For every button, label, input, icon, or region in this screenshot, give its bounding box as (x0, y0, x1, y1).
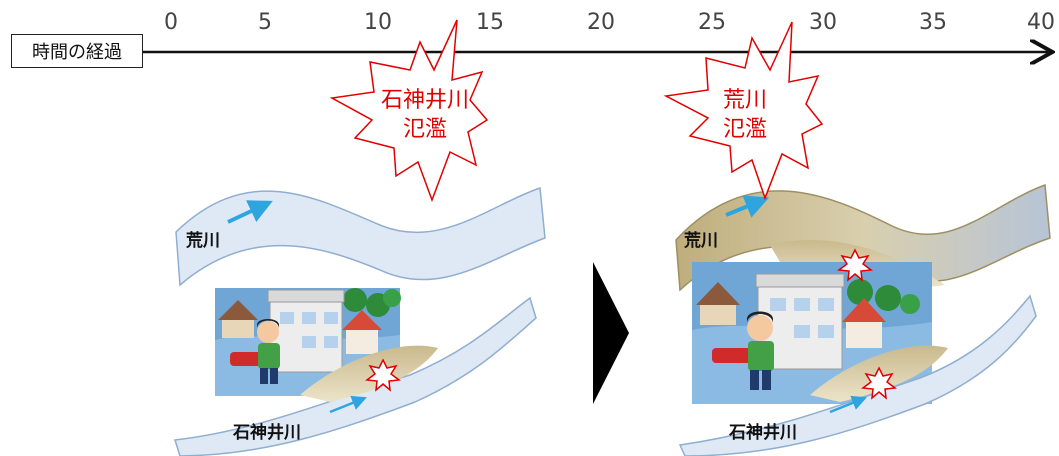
person-head (747, 315, 773, 341)
event-title: 石神井川 (380, 88, 469, 113)
flow-arrow (829, 395, 867, 414)
river-label-arakawa: 荒川 (684, 231, 718, 251)
tick-label: 10 (364, 10, 392, 35)
burst-shape (329, 19, 489, 203)
tick-label: 25 (698, 10, 726, 35)
tick-label: 20 (587, 10, 615, 35)
flow-arrow (329, 395, 367, 414)
flood-illustration (215, 288, 401, 396)
breach-mark (837, 248, 873, 282)
tick-label: 5 (258, 10, 272, 35)
flow-arrow (725, 195, 770, 218)
burst-label-2: 荒川 氾濫 (700, 86, 790, 144)
event-title: 荒川 (722, 88, 767, 113)
shakujii-river (174, 296, 537, 456)
river-label-arakawa: 荒川 (186, 231, 220, 251)
event-subtitle: 氾濫 (722, 117, 767, 142)
transition-arrow (593, 262, 629, 404)
river-label-shakujii: 石神井川 (729, 423, 797, 443)
breach-mark (365, 358, 401, 392)
left-panel (174, 186, 546, 456)
shakujii-river (678, 294, 1037, 456)
breach-mark (861, 366, 897, 400)
tick-label: 15 (476, 10, 504, 35)
tick-label: 0 (164, 10, 178, 35)
tick-label: 30 (809, 10, 837, 35)
flood-illustration (692, 262, 932, 404)
event-subtitle: 氾濫 (402, 117, 447, 142)
time-elapsed-label: 時間の経過 (11, 34, 143, 68)
burst-shape (663, 21, 824, 201)
flow-arrow (227, 200, 273, 224)
river-label-shakujii: 石神井川 (233, 423, 301, 443)
person-head (257, 321, 279, 343)
right-panel (675, 183, 1051, 456)
tick-label: 35 (919, 10, 947, 35)
burst-label-1: 石神井川 氾濫 (362, 86, 488, 144)
arakawa-river (175, 186, 546, 287)
tick-label: 40 (1027, 10, 1055, 35)
overflow-bank (300, 345, 438, 402)
